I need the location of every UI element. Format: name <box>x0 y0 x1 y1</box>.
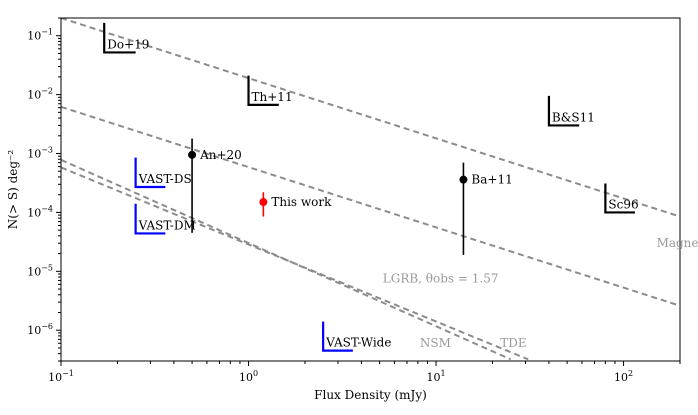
x-tick-label: 101 <box>426 369 445 384</box>
data-point <box>259 198 268 207</box>
y-tick-label: 10−2 <box>27 87 53 102</box>
model-lines <box>61 18 680 361</box>
limit-marker <box>134 203 166 235</box>
x-tick-label: 10−1 <box>48 369 74 384</box>
model-line-label: TDE <box>500 336 526 350</box>
limit-label: Th+11 <box>252 90 293 104</box>
data-point <box>188 150 197 159</box>
x-tick-label: 100 <box>239 369 258 384</box>
limit-label: B&S11 <box>552 110 595 124</box>
y-axis-title: N(> S) deg⁻² <box>6 150 20 230</box>
limit-marker <box>322 321 353 352</box>
y-tick-label: 10−3 <box>27 146 53 161</box>
limit-marker <box>247 75 279 106</box>
limit-marker <box>134 157 166 189</box>
limit-label: Sc96 <box>608 197 638 211</box>
y-tick-label: 10−5 <box>27 263 53 278</box>
limit-label: VAST-DS <box>138 172 192 186</box>
point-label: An+20 <box>199 148 242 162</box>
limit-label: VAST-Wide <box>325 336 391 350</box>
model-line <box>61 166 529 361</box>
limit-marker <box>103 22 136 54</box>
axis-ticks: 10−1 100 101 102 10−1 10−2 10−3 10−4 10−5 10−6 <box>27 17 681 384</box>
y-tick-label: 10−6 <box>27 322 53 337</box>
model-line <box>61 18 680 218</box>
limit-marker <box>547 95 580 127</box>
model-line-label: LGRB, θobs = 1.57 <box>383 271 499 285</box>
limit-label: VAST-DM <box>138 218 196 232</box>
limit-marker <box>604 183 635 214</box>
y-tick-label: 10−1 <box>27 28 53 43</box>
model-line-label: Magnetar <box>657 236 698 250</box>
data-point <box>459 175 468 184</box>
x-tick-label: 102 <box>614 369 633 384</box>
model-line <box>61 105 680 307</box>
y-tick-label: 10−4 <box>27 204 53 219</box>
point-label: This work <box>271 195 332 209</box>
plot-frame <box>60 17 681 362</box>
x-axis-title: Flux Density (mJy) <box>314 388 427 402</box>
model-line-label: NSM <box>420 336 451 350</box>
point-label: Ba+11 <box>471 173 512 187</box>
limit-label: Do+19 <box>107 37 149 51</box>
